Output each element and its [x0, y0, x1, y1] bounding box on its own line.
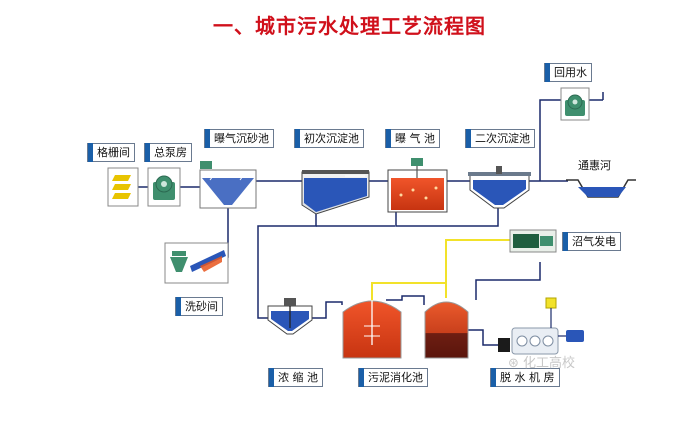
label-dewatering: 脱 水 机 房: [490, 368, 560, 387]
label-aerated-grit: 曝气沉砂池: [204, 129, 274, 148]
aerated-grit-chamber: [199, 161, 257, 209]
label-tab: [359, 368, 364, 387]
digester-tank-1: [342, 300, 402, 359]
label-tab: [269, 368, 274, 387]
label-tab: [563, 232, 568, 251]
pump-unit: [147, 167, 181, 207]
label-primary-clarifier: 初次沉淀池: [294, 129, 364, 148]
biogas-generator: [509, 229, 557, 253]
label-aeration-tank: 曝 气 池: [385, 129, 440, 148]
grille-unit: [107, 167, 139, 207]
watermark: ⊛ 化工高校: [508, 356, 576, 371]
river-outfall: [566, 179, 636, 198]
biogas-pipes: [371, 239, 510, 305]
label-reuse-water: 回用水: [544, 63, 592, 82]
label-tab: [545, 63, 550, 82]
page-title: 一、城市污水处理工艺流程图: [213, 14, 486, 38]
label-tab: [88, 143, 93, 162]
label-tab: [205, 129, 210, 148]
label-river: 通惠河: [578, 159, 611, 172]
wechat-icon: ⊛: [508, 356, 519, 371]
label-tab: [466, 129, 471, 148]
thickener-tank: [267, 298, 313, 335]
label-tab: [176, 297, 181, 316]
label-pump-house: 总泵房: [144, 143, 192, 162]
dewatering-unit: [498, 297, 584, 355]
label-secondary-clarifier: 二次沉淀池: [465, 129, 535, 148]
label-tab: [295, 129, 300, 148]
primary-clarifier: [301, 170, 370, 215]
digester-tank-2: [424, 301, 469, 359]
label-tab: [145, 143, 150, 162]
label-digester: 污泥消化池: [358, 368, 428, 387]
label-tab: [491, 368, 496, 387]
label-tab: [386, 129, 391, 148]
label-thickener: 浓 缩 池: [268, 368, 323, 387]
label-biogas-power: 沼气发电: [562, 232, 621, 251]
label-sand-wash: 洗砂间: [175, 297, 223, 316]
reuse-water-pump: [560, 87, 590, 121]
label-grille: 格栅间: [87, 143, 135, 162]
aeration-tank: [387, 158, 448, 213]
sand-wash-unit: [164, 242, 229, 284]
secondary-clarifier: [468, 166, 531, 209]
